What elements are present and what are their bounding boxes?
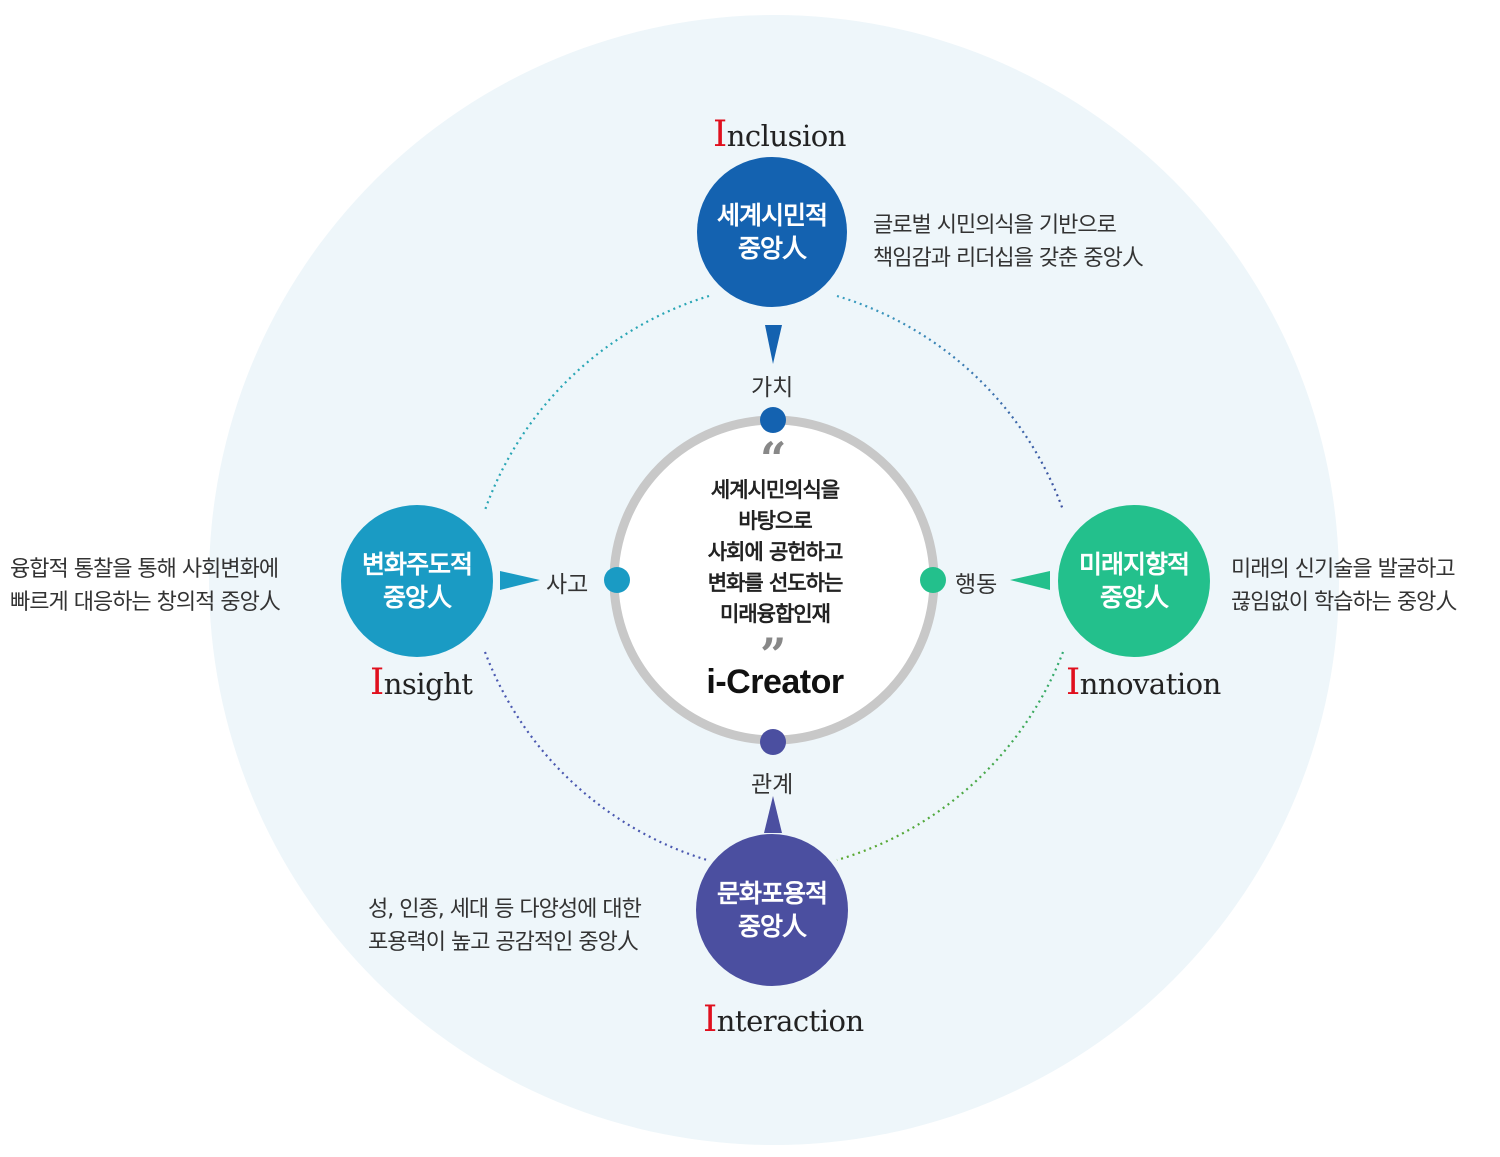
axis-label-thinking: 사고 — [546, 572, 589, 598]
dotted-arc-left-bottom — [483, 651, 708, 862]
node-global-citizen: 세계시민적 중앙人 — [697, 157, 847, 307]
dotted-arc-right-bottom — [836, 651, 1065, 862]
description-line: 빠르게 대응하는 창의적 중앙人 — [10, 590, 281, 615]
dot-top — [760, 407, 786, 433]
keyword-rest: nsight — [383, 667, 473, 701]
axis-label-action: 행동 — [955, 572, 998, 598]
description-line: 융합적 통찰을 통해 사회변화에 — [10, 557, 279, 582]
description-line: 글로벌 시민의식을 기반으로 — [873, 213, 1117, 238]
node-title-line: 중앙人 — [737, 234, 807, 263]
node-title-line: 중앙人 — [737, 912, 807, 941]
keyword-initial: I — [713, 114, 727, 155]
brand-i-creator: i-Creator — [706, 663, 844, 701]
open-quote-mark: “ — [760, 432, 787, 486]
description-change-leading: 융합적 통찰을 통해 사회변화에 빠르게 대응하는 창의적 중앙人 — [10, 553, 281, 619]
keyword-rest: nteraction — [716, 1004, 864, 1038]
dot-right — [920, 567, 946, 593]
node-culture-inclusive: 문화포용적 중앙人 — [696, 834, 848, 986]
node-title-line: 미래지향적 — [1078, 550, 1190, 579]
dot-bottom — [760, 729, 786, 755]
description-future-oriented: 미래의 신기술을 발굴하고 끊임없이 학습하는 중앙人 — [1231, 553, 1457, 619]
dotted-arc-top-left — [483, 294, 710, 511]
arrow-top — [765, 325, 782, 364]
arrow-left — [500, 571, 540, 590]
keyword-interaction: Interaction — [703, 999, 864, 1040]
node-title-line: 중앙人 — [1099, 583, 1169, 612]
description-culture-inclusive: 성, 인종, 세대 등 다양성에 대한 포용력이 높고 공감적인 중앙人 — [368, 893, 642, 959]
center-line: 미래융합인재 — [720, 602, 831, 626]
center-line: 변화를 선도하는 — [707, 571, 844, 595]
keyword-initial: I — [1066, 662, 1080, 703]
node-title-line: 세계시민적 — [716, 201, 828, 230]
keyword-insight: Insight — [370, 662, 473, 703]
node-title-line: 중앙人 — [382, 583, 452, 612]
keyword-rest: nnovation — [1079, 667, 1222, 701]
node-title-line: 변화주도적 — [361, 550, 473, 579]
keyword-initial: I — [370, 662, 384, 703]
node-title-line: 문화포용적 — [716, 879, 828, 908]
description-line: 책임감과 리더십을 갖춘 중앙人 — [873, 246, 1144, 271]
arrow-bottom — [764, 796, 782, 833]
description-line: 포용력이 높고 공감적인 중앙人 — [368, 930, 639, 955]
keyword-initial: I — [703, 999, 717, 1040]
keyword-inclusion: Inclusion — [713, 114, 846, 155]
axis-label-relation: 관계 — [751, 772, 794, 798]
dotted-arc-top-right — [836, 294, 1065, 511]
close-quote-mark: ” — [760, 628, 787, 682]
axis-label-value: 가치 — [751, 375, 794, 401]
arrow-right — [1010, 571, 1050, 590]
description-line: 미래의 신기술을 발굴하고 — [1231, 557, 1456, 582]
center-line: 사회에 공헌하고 — [707, 540, 844, 564]
node-change-leading: 변화주도적 중앙人 — [341, 505, 493, 657]
keyword-innovation: Innovation — [1066, 662, 1221, 703]
center-statement: 세계시민의식을 바탕으로 사회에 공헌하고 변화를 선도하는 미래융합인재 — [660, 475, 890, 630]
node-future-oriented: 미래지향적 중앙人 — [1058, 505, 1210, 657]
center-line: 바탕으로 — [738, 509, 812, 533]
description-line: 끊임없이 학습하는 중앙人 — [1231, 590, 1457, 615]
dot-left — [604, 567, 630, 593]
keyword-rest: nclusion — [726, 119, 847, 153]
description-line: 성, 인종, 세대 등 다양성에 대한 — [368, 897, 642, 922]
center-line: 세계시민의식을 — [710, 478, 840, 502]
description-global-citizen: 글로벌 시민의식을 기반으로 책임감과 리더십을 갖춘 중앙人 — [873, 209, 1144, 275]
